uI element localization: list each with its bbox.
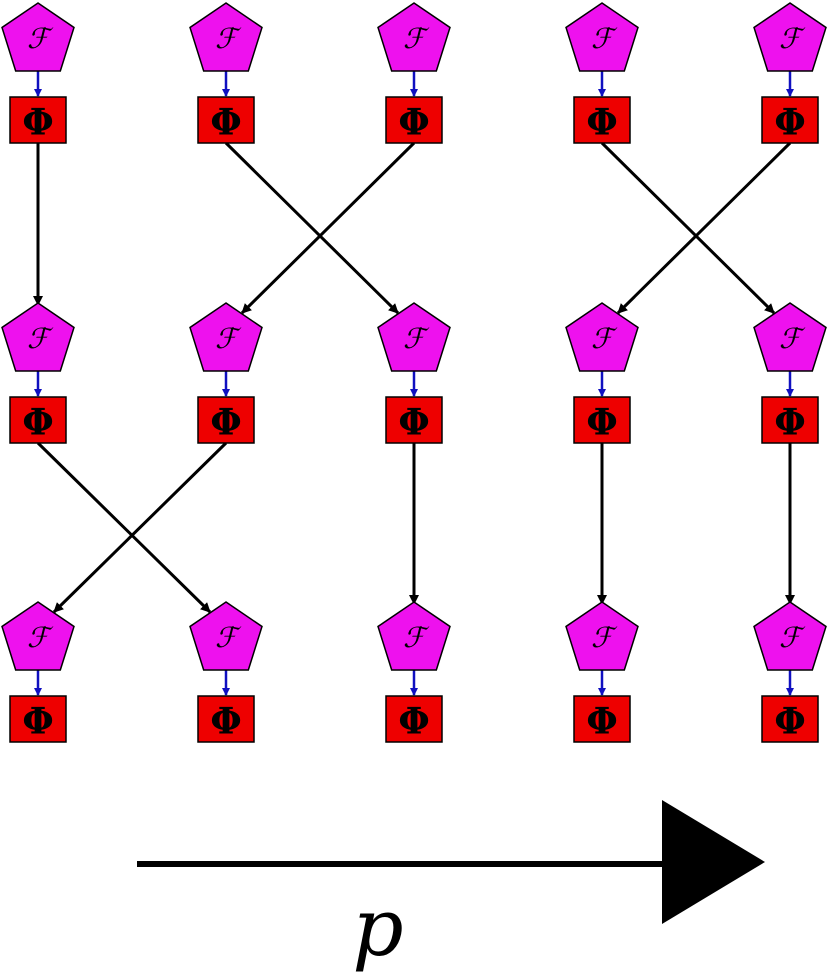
field-symbol-label: Φ [586,102,617,144]
pentagon-node [1,2,75,72]
field-symbol-label: Φ [210,402,241,444]
field-symbol-label: Φ [22,102,53,144]
graph-node: ℱΦ [1,2,75,144]
graph-node: ℱΦ [565,601,639,743]
nodes-layer: ℱΦ ℱΦ ℱΦ ℱΦ ℱΦ ℱΦ ℱΦ ℱΦ ℱΦ ℱΦ ℱΦ ℱΦ ℱΦ ℱΦ ℱΦ [1,2,827,743]
field-box [385,695,443,743]
graph-node: ℱΦ [565,302,639,444]
graph-node: ℱΦ [189,601,263,743]
field-symbol-label: Φ [22,701,53,743]
field-box [573,396,631,444]
field-symbol-label: Φ [774,701,805,743]
graph-node: ℱΦ [565,2,639,144]
pentagon-node [565,302,639,372]
graph-edge [240,141,416,315]
pentagon-node [189,2,263,72]
field-box [9,396,67,444]
field-box [761,96,819,144]
field-symbol-label: Φ [398,102,429,144]
graph-node: ℱΦ [753,2,827,144]
graph-edge [600,141,776,315]
pentagon-node [1,601,75,671]
field-box [9,695,67,743]
graph-edge [616,141,792,315]
field-symbol-label: Φ [398,402,429,444]
field-symbol-label: Φ [210,102,241,144]
pentagon-node [565,2,639,72]
field-box [573,96,631,144]
pentagon-node [189,302,263,372]
field-box [197,695,255,743]
axis-label: p [352,881,403,974]
field-box [761,396,819,444]
field-symbol-label: Φ [586,402,617,444]
graph-node: ℱΦ [1,302,75,444]
pentagon-node [189,601,263,671]
pentagon-node [753,601,827,671]
field-box [197,396,255,444]
field-box [385,396,443,444]
pentagon-node [377,2,451,72]
graph-edge [36,441,212,614]
field-box [9,96,67,144]
field-box [573,695,631,743]
graph-node: ℱΦ [753,302,827,444]
field-box [385,96,443,144]
graph-node: ℱΦ [753,601,827,743]
graph-node: ℱΦ [189,302,263,444]
field-symbol-label: Φ [774,402,805,444]
pentagon-node [1,302,75,372]
graph-edge [52,441,228,614]
graph-node: ℱΦ [377,601,451,743]
field-symbol-label: Φ [398,701,429,743]
field-box [197,96,255,144]
field-symbol-label: Φ [774,102,805,144]
pentagon-node [565,601,639,671]
graph-node: ℱΦ [189,2,263,144]
graph-node: ℱΦ [377,302,451,444]
pentagon-node [377,601,451,671]
field-box [761,695,819,743]
field-symbol-label: Φ [586,701,617,743]
graph-edge [224,141,400,315]
axis-arrowhead [662,800,765,924]
pentagon-node [753,2,827,72]
pentagon-node [377,302,451,372]
axis-layer: p [137,800,765,974]
field-symbol-label: Φ [22,402,53,444]
pentagon-node [753,302,827,372]
graph-node: ℱΦ [377,2,451,144]
edges-layer [33,141,795,614]
field-symbol-label: Φ [210,701,241,743]
graph-node: ℱΦ [1,601,75,743]
